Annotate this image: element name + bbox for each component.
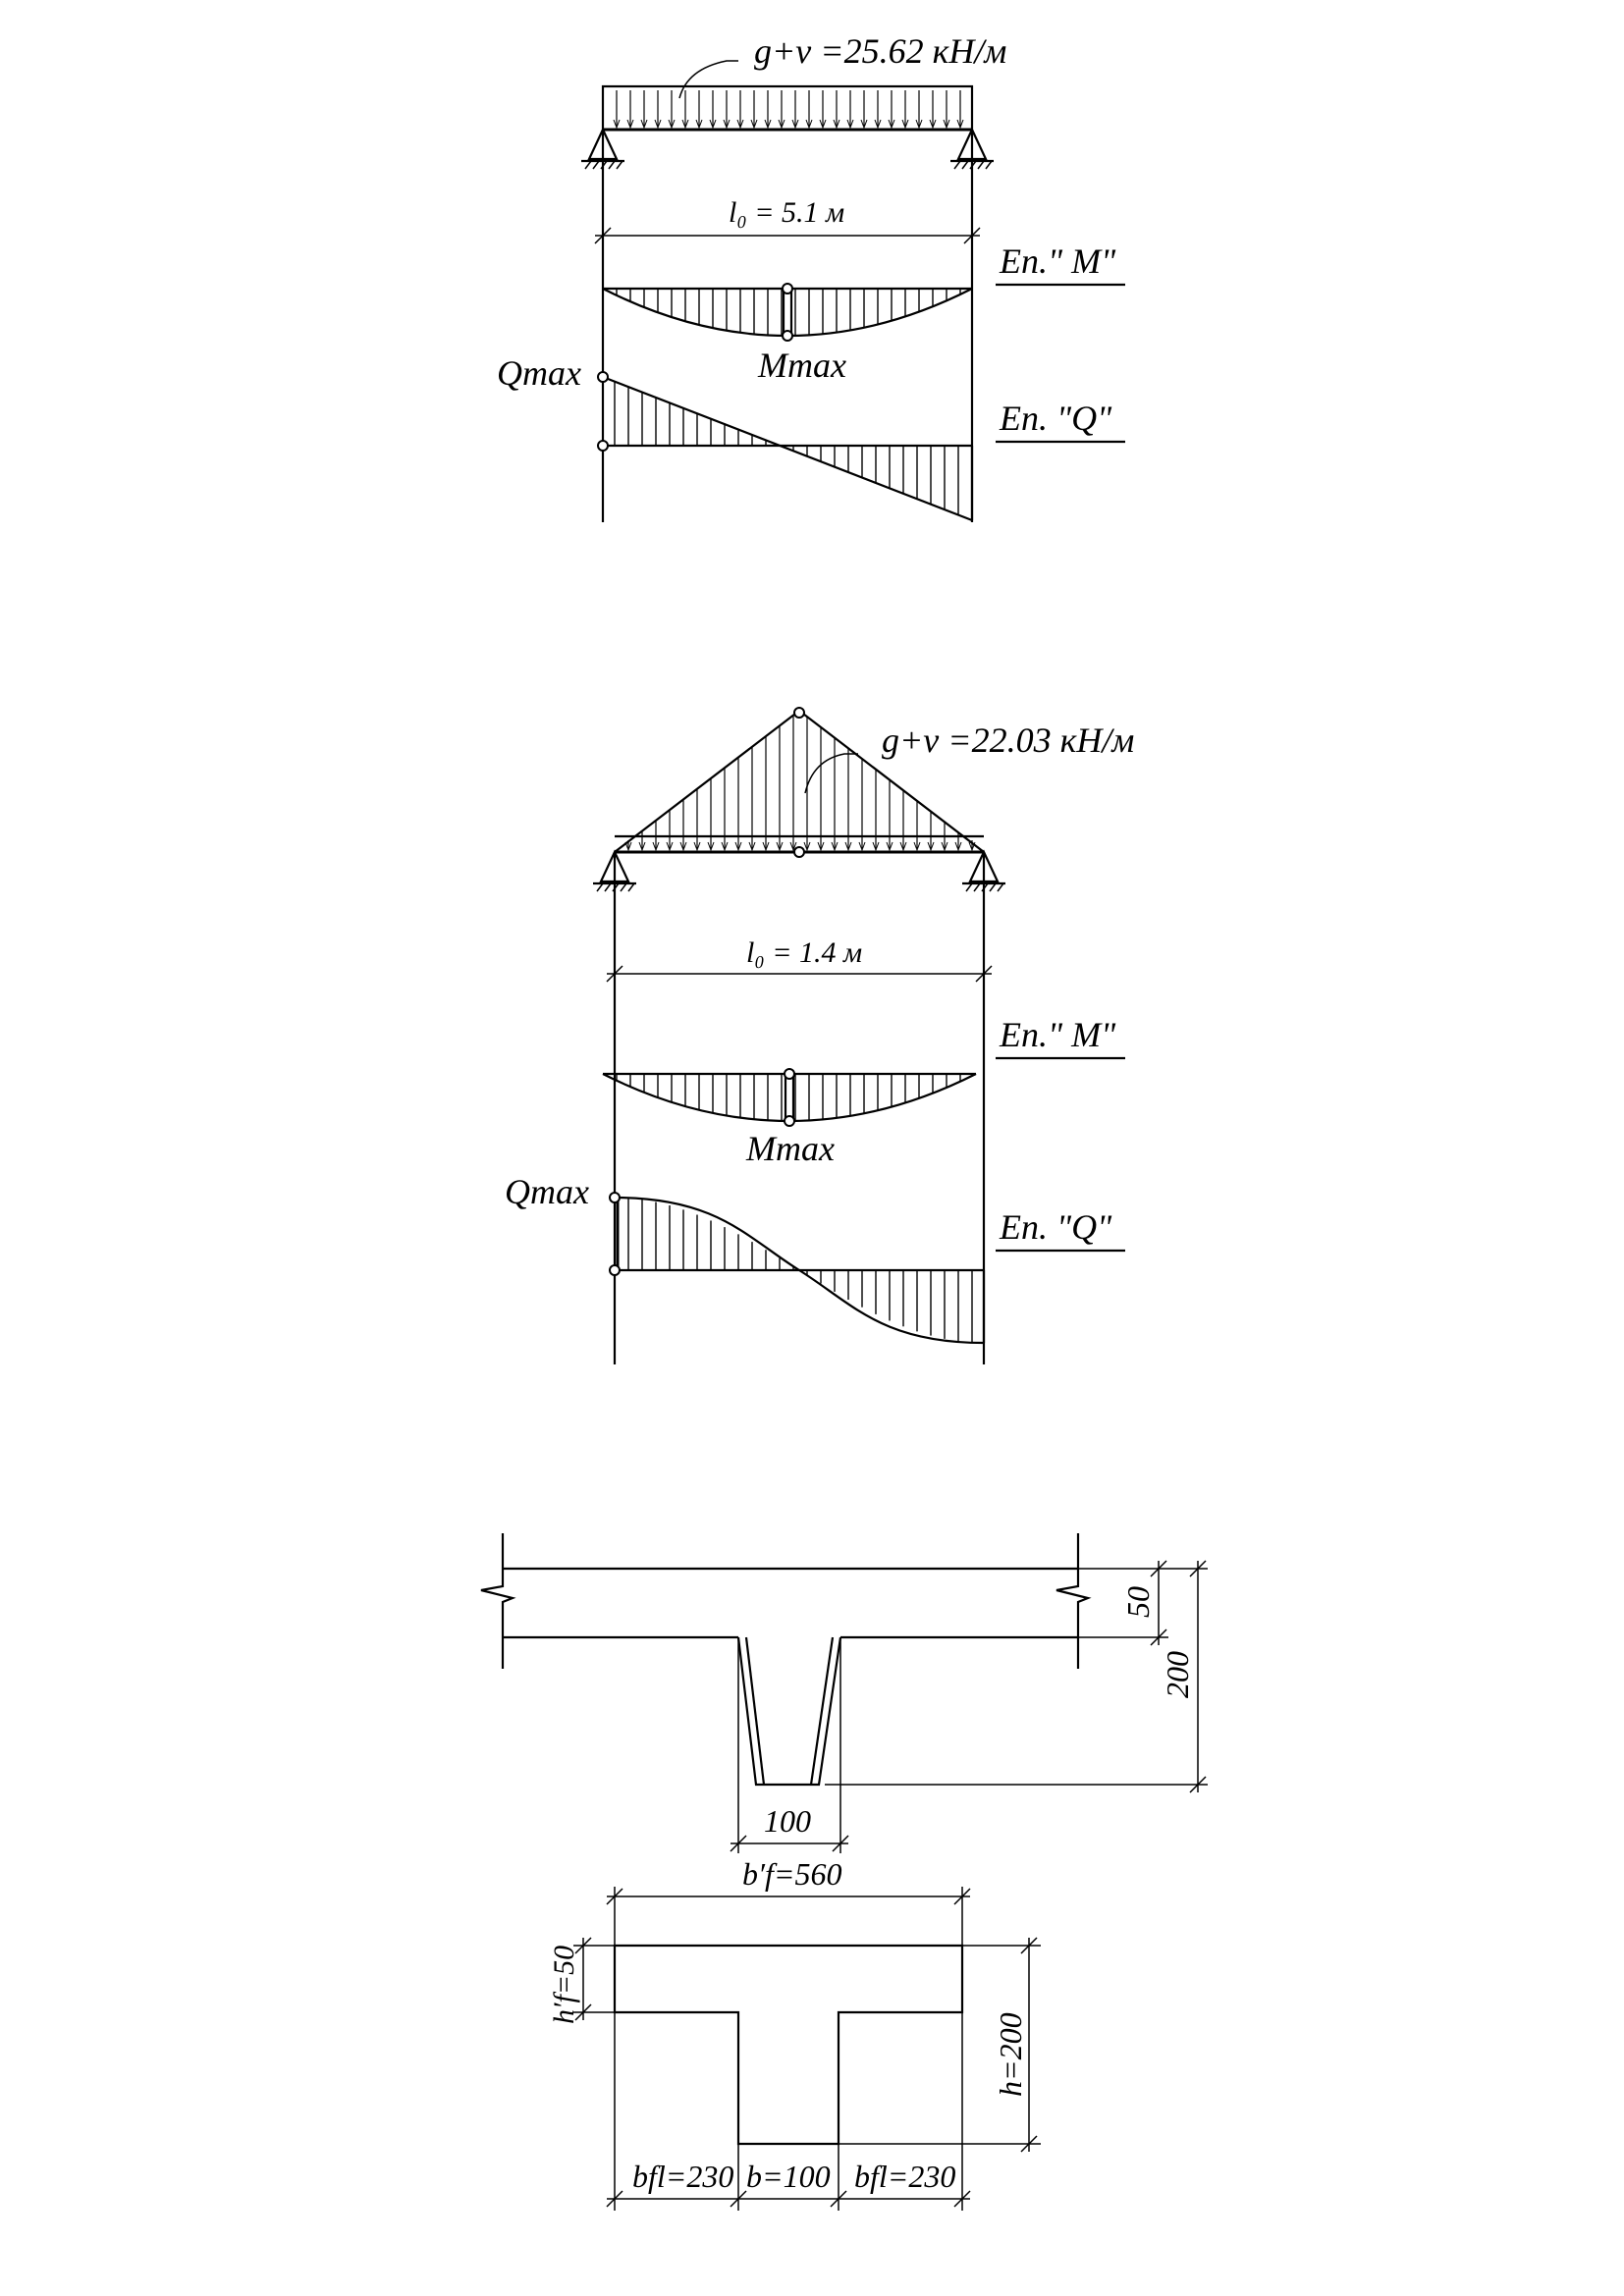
beam2-load-label: g+v =22.03 кН/м xyxy=(882,721,1134,760)
beam2-mmax-bottom-node xyxy=(784,1115,795,1127)
ribbed-slab-section: 50 200 100 xyxy=(480,1533,1208,1853)
beam2-moment-hatch xyxy=(616,1074,975,1121)
beam2-mmax-top-node xyxy=(784,1068,795,1080)
slab-break-left xyxy=(480,1533,516,1669)
beam1-mmax-top-node xyxy=(782,283,793,294)
beam2-moment-title: Еп." М" xyxy=(999,1015,1116,1054)
beam1-qmax-bottom-node xyxy=(597,440,609,452)
beam1-load-arrows xyxy=(613,90,964,130)
beam2-span-label: l₀ = 1.4 м xyxy=(746,936,862,969)
beam1-shear-title: Еп. "Q" xyxy=(999,399,1112,438)
beam2-qmax-bottom-node xyxy=(609,1264,621,1276)
t-height: h=200 xyxy=(993,2012,1028,2097)
slab-rib xyxy=(736,1636,842,1787)
beam1-moment-hatch xyxy=(616,289,961,336)
beam2-load-leader xyxy=(804,753,858,794)
beam2-mmax-label: Mmax xyxy=(745,1129,835,1168)
t-section: b′f=560 h′f=50 h=200 bfl=230 b=100 bfl=2… xyxy=(548,1856,1041,2211)
beam2-qmax-top-node xyxy=(609,1192,621,1203)
beam1-mmax-bottom-node xyxy=(782,330,793,342)
beam2-center-node xyxy=(793,846,805,858)
beam1-qmax-top-node xyxy=(597,371,609,383)
t-flange-width: b′f=560 xyxy=(742,1856,841,1892)
slab-total-height: 200 xyxy=(1160,1651,1195,1698)
slab-flange-thickness: 50 xyxy=(1120,1586,1156,1618)
beam1-load-leader xyxy=(678,60,738,99)
slab-break-right xyxy=(1056,1533,1092,1669)
beam2-shear-hatch xyxy=(627,1198,973,1343)
beam1-qmax-label: Qmax xyxy=(497,353,581,393)
t-web-width: b=100 xyxy=(746,2159,831,2194)
t-overhang-right: bfl=230 xyxy=(854,2159,955,2194)
beam2-load-arrows xyxy=(624,715,976,852)
beam2-shear-curve xyxy=(614,1196,985,1345)
beam1-shear-hatch xyxy=(614,381,959,515)
beam1-moment-title: Еп." М" xyxy=(999,241,1116,281)
beam2-shear-title: Еп. "Q" xyxy=(999,1207,1112,1247)
t-overhang-left: bfl=230 xyxy=(632,2159,733,2194)
beam2-peak-node xyxy=(793,707,805,719)
t-flange-height: h′f=50 xyxy=(548,1946,580,2024)
slab-rib-width: 100 xyxy=(764,1803,811,1839)
beam1-load-label: g+v =25.62 кН/м xyxy=(754,31,1006,71)
beam2-moment-curve xyxy=(602,1073,977,1122)
beam1-shear-line xyxy=(602,375,973,522)
beam1-mmax-label: Mmax xyxy=(757,346,846,385)
beam2-qmax-label: Qmax xyxy=(505,1172,589,1211)
beam1-diagram: g+v =25.62 кН/м l₀ = 5.1 м Mmax Еп." М" xyxy=(497,31,1125,522)
beam1-span-label: l₀ = 5.1 м xyxy=(729,196,844,229)
beam2-diagram: g+v =22.03 кН/м l₀ = 1.4 м Mmax Еп." М" xyxy=(505,707,1134,1364)
t-section-outline xyxy=(613,1944,964,2146)
